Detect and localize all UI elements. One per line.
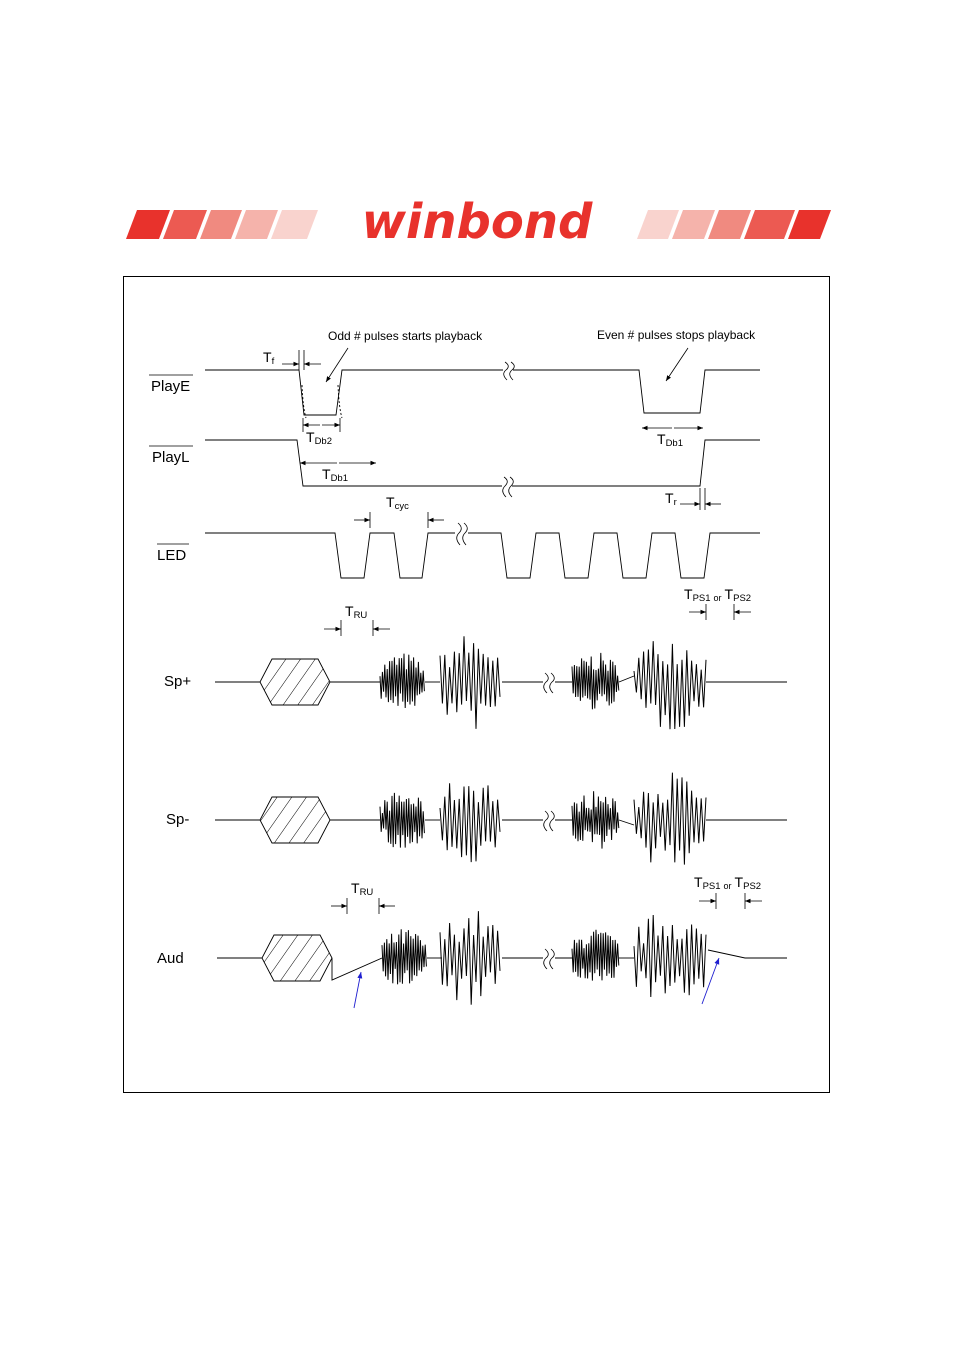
aud-burst-1 [381, 929, 427, 985]
odd-pulses-note: Odd # pulses starts playback [328, 329, 483, 343]
brand-wordmark: winbond [362, 194, 593, 250]
aud-burst-2 [439, 911, 501, 1005]
aud-rampup-pointer [353, 971, 363, 1009]
spm-burst-2 [439, 783, 501, 863]
aud-rampdown-pointer [701, 957, 720, 1005]
aud-burst-4 [633, 914, 707, 998]
tdb2-label: TDb2 [306, 429, 332, 447]
spp-burst-3 [571, 652, 620, 710]
playl-label: PlayL [152, 449, 190, 466]
aud-waveform [217, 934, 787, 982]
tru-sp-label: TRU [345, 603, 367, 621]
led-label: LED [157, 547, 186, 564]
tps-aud-dimension [699, 893, 762, 909]
spp-burst-1 [379, 653, 425, 709]
tr-label: Tr [665, 490, 677, 508]
even-pulses-note: Even # pulses stops playback [597, 328, 756, 342]
tdb1-playl-label: TDb1 [322, 466, 348, 484]
tru-sp-dimension [324, 620, 390, 636]
tru-aud-label: TRU [351, 880, 373, 898]
logo-stripes-left [126, 210, 318, 239]
spp-waveform [215, 658, 787, 706]
tf-label: Tf [263, 349, 275, 367]
diagram-frame [123, 276, 830, 1093]
even-pulses-arrow [665, 347, 689, 382]
tf-dimension [282, 350, 321, 370]
spm-waveform [215, 796, 787, 844]
logo-stripes-right [637, 210, 831, 239]
spp-label: Sp+ [164, 673, 191, 690]
spm-burst-4 [633, 772, 707, 865]
spp-burst-2 [439, 636, 501, 729]
spm-burst-1 [379, 792, 425, 848]
spp-audio-bursts [379, 636, 707, 730]
tru-aud-dimension [331, 898, 395, 914]
tr-dimension [680, 488, 721, 510]
winbond-logo: winbond [126, 194, 831, 250]
led-waveform [205, 522, 760, 579]
odd-pulses-arrow [325, 347, 349, 383]
tdb1-playe-label: TDb1 [657, 431, 683, 449]
aud-label: Aud [157, 950, 184, 967]
spm-burst-3 [571, 791, 620, 849]
aud-audio-bursts [381, 911, 707, 1005]
playe-label: PlayE [151, 378, 190, 395]
spm-label: Sp- [166, 811, 189, 828]
playe-waveform [205, 361, 760, 419]
tps-sp-dimension [689, 604, 751, 620]
tcyc-dimension [354, 512, 444, 528]
tdb2-dimension [302, 418, 341, 432]
spp-burst-4 [633, 641, 707, 730]
tcyc-label: Tcyc [386, 494, 409, 512]
aud-burst-3 [571, 929, 620, 981]
spm-audio-bursts [379, 772, 707, 865]
